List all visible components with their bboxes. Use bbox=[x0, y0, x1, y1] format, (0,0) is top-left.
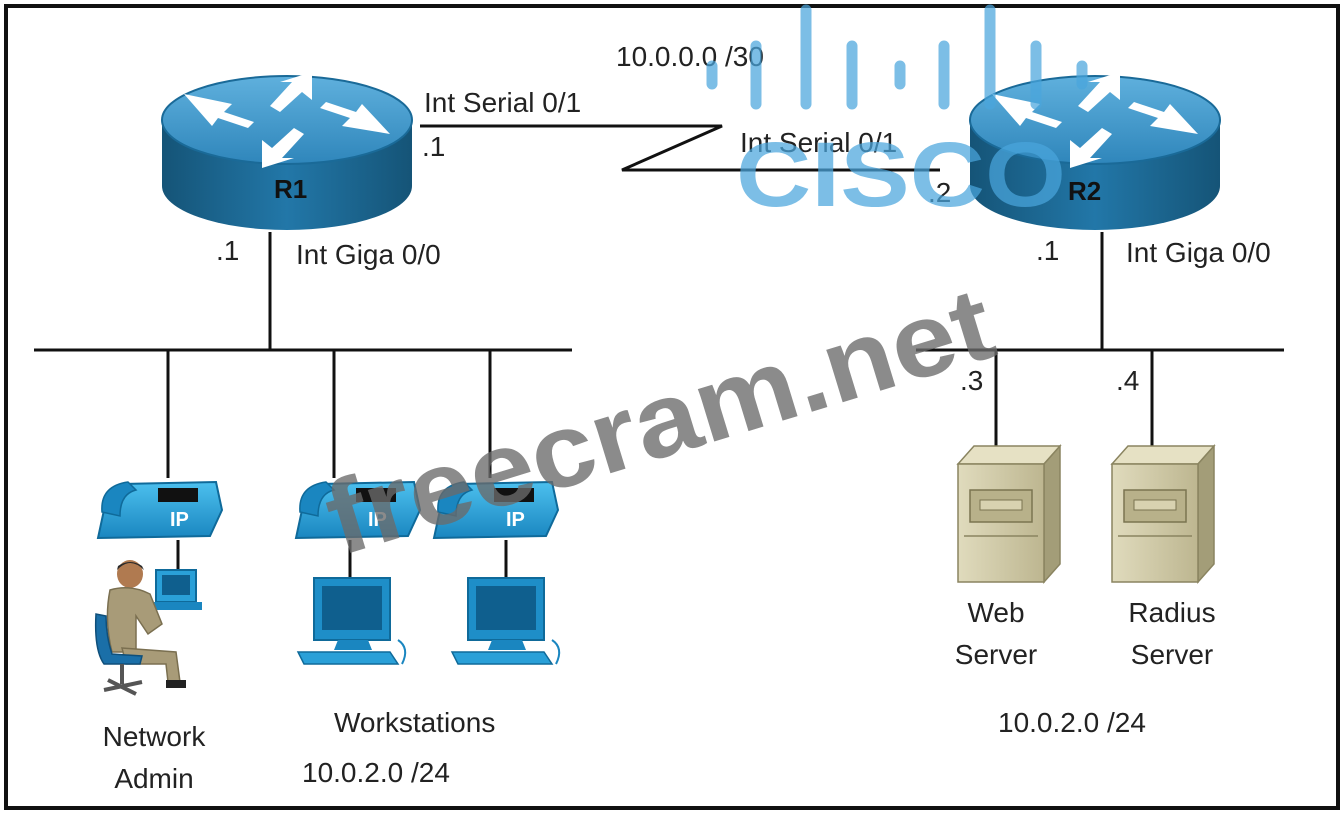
web-server-icon bbox=[956, 444, 1062, 584]
ws2-ip-phone-icon: IP bbox=[432, 480, 560, 540]
admin-ip-phone-icon: IP bbox=[96, 480, 224, 540]
web-server-ip: .3 bbox=[960, 365, 983, 396]
workstations-label: Workstations bbox=[334, 707, 495, 738]
wan-subnet-label: 10.0.0.0 /30 bbox=[616, 41, 764, 72]
network-admin-person-icon bbox=[94, 560, 202, 696]
network-links bbox=[34, 124, 1284, 582]
r2-serial-label: Int Serial 0/1 bbox=[740, 127, 897, 158]
radius-server-label-line2: Server bbox=[1131, 639, 1213, 670]
left-lan-subnet-label: 10.0.2.0 /24 bbox=[302, 757, 450, 788]
r2-serial-ip: .2 bbox=[928, 177, 951, 208]
workstation-1-pc-icon bbox=[296, 577, 407, 665]
ws2-phone-ip-label: IP bbox=[506, 509, 525, 531]
admin-phone-ip-label: IP bbox=[170, 509, 189, 531]
radius-server-ip: .4 bbox=[1116, 365, 1139, 396]
radius-server-icon bbox=[1110, 444, 1216, 584]
serial-link bbox=[420, 124, 940, 172]
r2-giga-label: Int Giga 0/0 bbox=[1126, 237, 1271, 268]
r1-name: R1 bbox=[274, 174, 307, 204]
r1-giga-label: Int Giga 0/0 bbox=[296, 239, 441, 270]
right-lan-subnet-label: 10.0.2.0 /24 bbox=[998, 707, 1146, 738]
radius-server-label-line1: Radius bbox=[1128, 597, 1215, 628]
r2-giga-ip: .1 bbox=[1036, 235, 1059, 266]
r1-serial-label: Int Serial 0/1 bbox=[424, 87, 581, 118]
cisco-logo-watermark: CISCO bbox=[706, 4, 1088, 226]
r1-serial-ip: .1 bbox=[422, 131, 445, 162]
web-server-label-line1: Web bbox=[967, 597, 1024, 628]
r1-giga-ip: .1 bbox=[216, 235, 239, 266]
router-r1-icon: R1 bbox=[161, 72, 413, 230]
network-admin-label-line2: Admin bbox=[114, 763, 193, 794]
ws1-phone-ip-label: IP bbox=[368, 509, 387, 531]
r2-name: R2 bbox=[1068, 176, 1101, 206]
workstation-2-pc-icon bbox=[450, 577, 561, 665]
network-admin-label-line1: Network bbox=[103, 721, 207, 752]
cisco-watermark-text: CISCO bbox=[736, 124, 1066, 226]
web-server-label-line2: Server bbox=[955, 639, 1037, 670]
ws1-ip-phone-icon: IP bbox=[294, 480, 422, 540]
